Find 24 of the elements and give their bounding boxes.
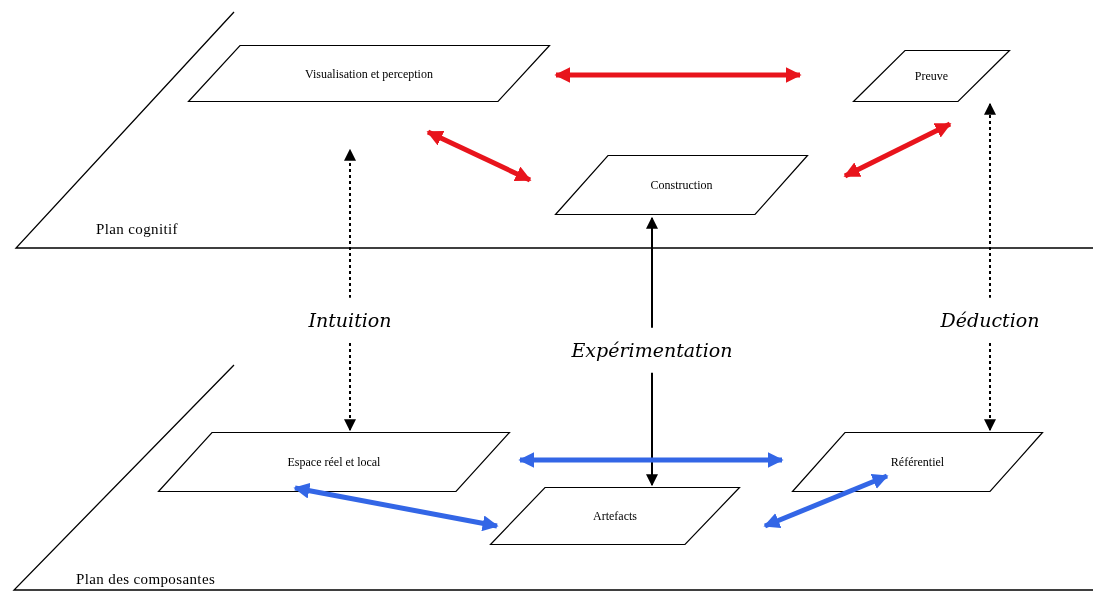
arrow <box>843 121 952 179</box>
parallelogram-box <box>792 432 1043 492</box>
arrow <box>763 473 889 529</box>
parallelogram-box <box>188 45 550 102</box>
arrow <box>518 452 784 468</box>
arrow <box>554 67 802 83</box>
plane-outline <box>14 365 1093 590</box>
plane-label: Plan cognitif <box>96 220 178 239</box>
arrow <box>344 148 356 432</box>
box-label: Visualisation et perception <box>305 65 433 83</box>
arrow <box>984 102 996 432</box>
parallelogram-box <box>490 487 740 545</box>
plane-outline <box>16 12 1093 248</box>
parallelogram-box <box>158 432 510 492</box>
arrow <box>426 129 532 183</box>
box-label: Espace réel et local <box>287 454 381 471</box>
plane-label: Plan des composantes <box>76 570 216 589</box>
box-label: Construction <box>650 177 713 194</box>
box-label: Référentiel <box>890 454 945 471</box>
box-label: Artefacts <box>593 508 637 525</box>
box-label: Preuve <box>914 68 949 85</box>
parallelogram-box <box>555 155 808 215</box>
arrow <box>293 482 499 532</box>
parallelogram-box <box>853 50 1010 102</box>
